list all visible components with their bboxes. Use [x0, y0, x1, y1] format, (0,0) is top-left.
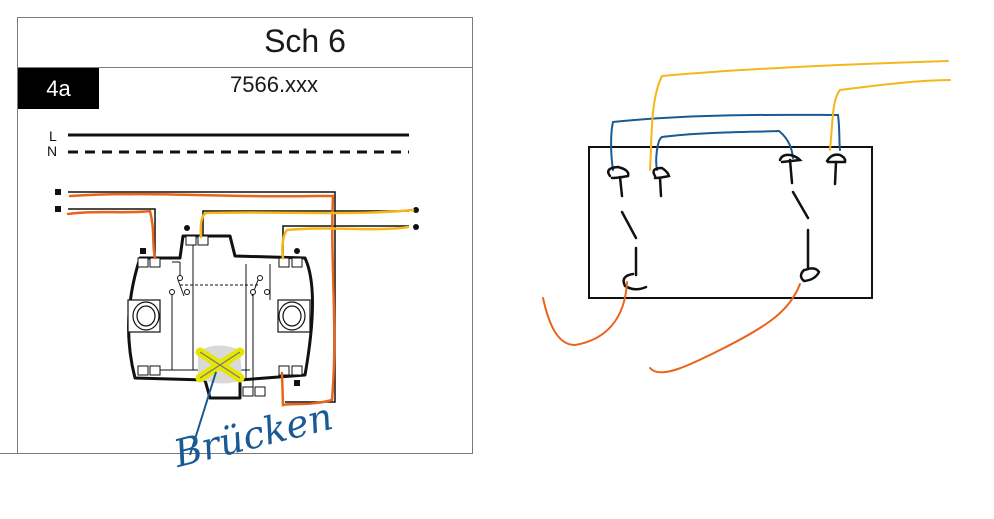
internal-contacts	[169, 275, 270, 295]
terminal-square-1	[55, 189, 61, 195]
section-badge: 4a	[18, 68, 99, 109]
diagram-frame	[17, 17, 473, 454]
page-title: Sch 6	[264, 23, 346, 59]
phase-label: L	[49, 128, 57, 144]
sketch-yellow-wires	[649, 60, 951, 171]
sketch-blue-wires	[610, 113, 841, 171]
frame-bottom-line	[0, 453, 473, 454]
terminal-square-3	[140, 248, 146, 254]
neutral-label: N	[47, 143, 58, 159]
title-row: Sch 6	[17, 17, 473, 68]
sketch-switch-box	[588, 146, 873, 299]
orange-wires	[66, 192, 336, 407]
terminal-square-2	[55, 206, 61, 212]
article-code: 7566.xxx	[230, 72, 319, 97]
rocker-left	[127, 299, 161, 333]
rocker-right	[277, 299, 311, 333]
wire-black-1	[68, 191, 336, 403]
yellow-wires	[199, 208, 415, 260]
annotation-pointer	[189, 371, 217, 456]
terminal-dot-1	[413, 207, 419, 213]
terminal-dot-4	[294, 248, 300, 254]
terminal-square-4	[294, 380, 300, 386]
sketch-switch-right	[778, 153, 847, 283]
wire-black-2	[68, 208, 156, 258]
wire-black-3	[202, 210, 409, 238]
sketch-switch-left	[607, 165, 671, 291]
device-terminals	[137, 235, 303, 397]
terminal-dot-2	[413, 224, 419, 230]
sketch-orange-wires	[542, 281, 801, 374]
terminal-dot-3	[184, 225, 190, 231]
bridge-highlight	[195, 345, 245, 384]
